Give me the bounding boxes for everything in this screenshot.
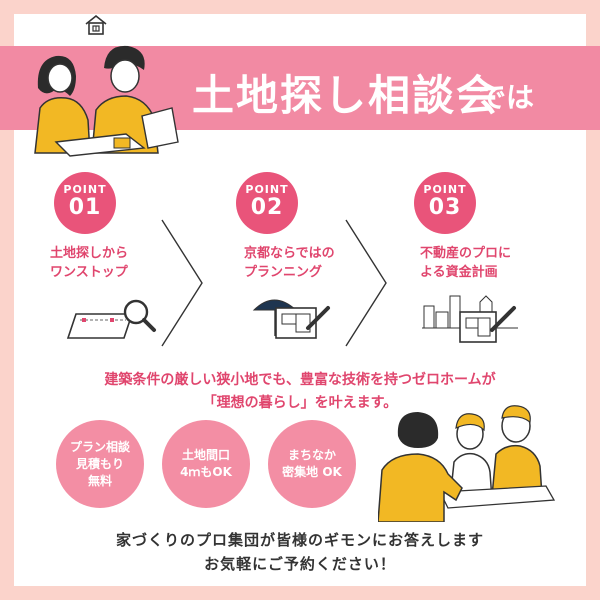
point-badge-03: POINT 03: [414, 172, 476, 234]
couple-illustration: [34, 45, 179, 157]
point-number: 03: [428, 195, 462, 220]
pencil-icon: [306, 306, 330, 330]
feature-text-line: プラン相談: [69, 439, 130, 454]
point-label: POINT: [63, 183, 107, 196]
description-line-2: 「理想の暮らし」を叶えます。: [202, 395, 398, 411]
banner-title-suffix: では: [478, 81, 535, 114]
point-badge-02: POINT 02: [236, 172, 298, 234]
point-text-02: 京都ならではの プランニング: [244, 244, 335, 282]
feature-text-line: 土地間口: [181, 448, 230, 462]
kyoto-planning-illustration: [252, 299, 330, 339]
point-text-03: 不動産のプロに よる資金計画: [420, 244, 511, 282]
feature-narrow-frontage: 土地間口 4ｍもOK: [162, 420, 250, 508]
feature-text-line: 4ｍもOK: [180, 465, 232, 479]
land-magnifier-illustration: [66, 299, 156, 339]
point-badge-01: POINT 01: [54, 172, 116, 234]
point-text-line: 土地探しから: [50, 246, 129, 261]
magnifier-icon: [123, 299, 156, 332]
footer-line-2: お気軽にご予約ください！: [204, 555, 396, 573]
description-line-1: 建築条件の厳しい狭小地でも、豊富な技術を持つゼロホームが: [104, 372, 496, 388]
chevron-arrow-01: [161, 219, 203, 347]
point-text-line: よる資金計画: [420, 265, 498, 280]
point-label: POINT: [423, 183, 467, 196]
feature-text-line: まちなか: [287, 448, 336, 462]
point-text-line: 不動産のプロに: [420, 246, 512, 261]
point-text-line: プランニング: [244, 265, 323, 280]
town-planning-illustration: [422, 295, 518, 343]
point-text-01: 土地探しから ワンストップ: [50, 244, 128, 282]
feature-text-line: 無料: [87, 473, 112, 488]
feature-free-consultation: プラン相談 見積もり 無料: [56, 420, 144, 508]
chevron-arrow-02: [345, 219, 387, 347]
feature-text-line: 密集地 OK: [282, 465, 342, 479]
house-icon: [85, 14, 107, 35]
point-text-line: 京都ならではの: [244, 246, 335, 261]
footer-line-1: 家づくりのプロ集団が皆様のギモンにお答えします: [115, 531, 484, 549]
point-text-line: ワンストップ: [50, 265, 128, 280]
point-number: 01: [68, 195, 102, 220]
point-number: 02: [250, 195, 284, 220]
feature-dense-area: まちなか 密集地 OK: [268, 420, 356, 508]
feature-text-line: 見積もり: [75, 456, 124, 471]
banner-title: 土地探し相談会: [192, 71, 501, 120]
point-label: POINT: [245, 183, 289, 196]
meeting-illustration: [378, 405, 556, 522]
